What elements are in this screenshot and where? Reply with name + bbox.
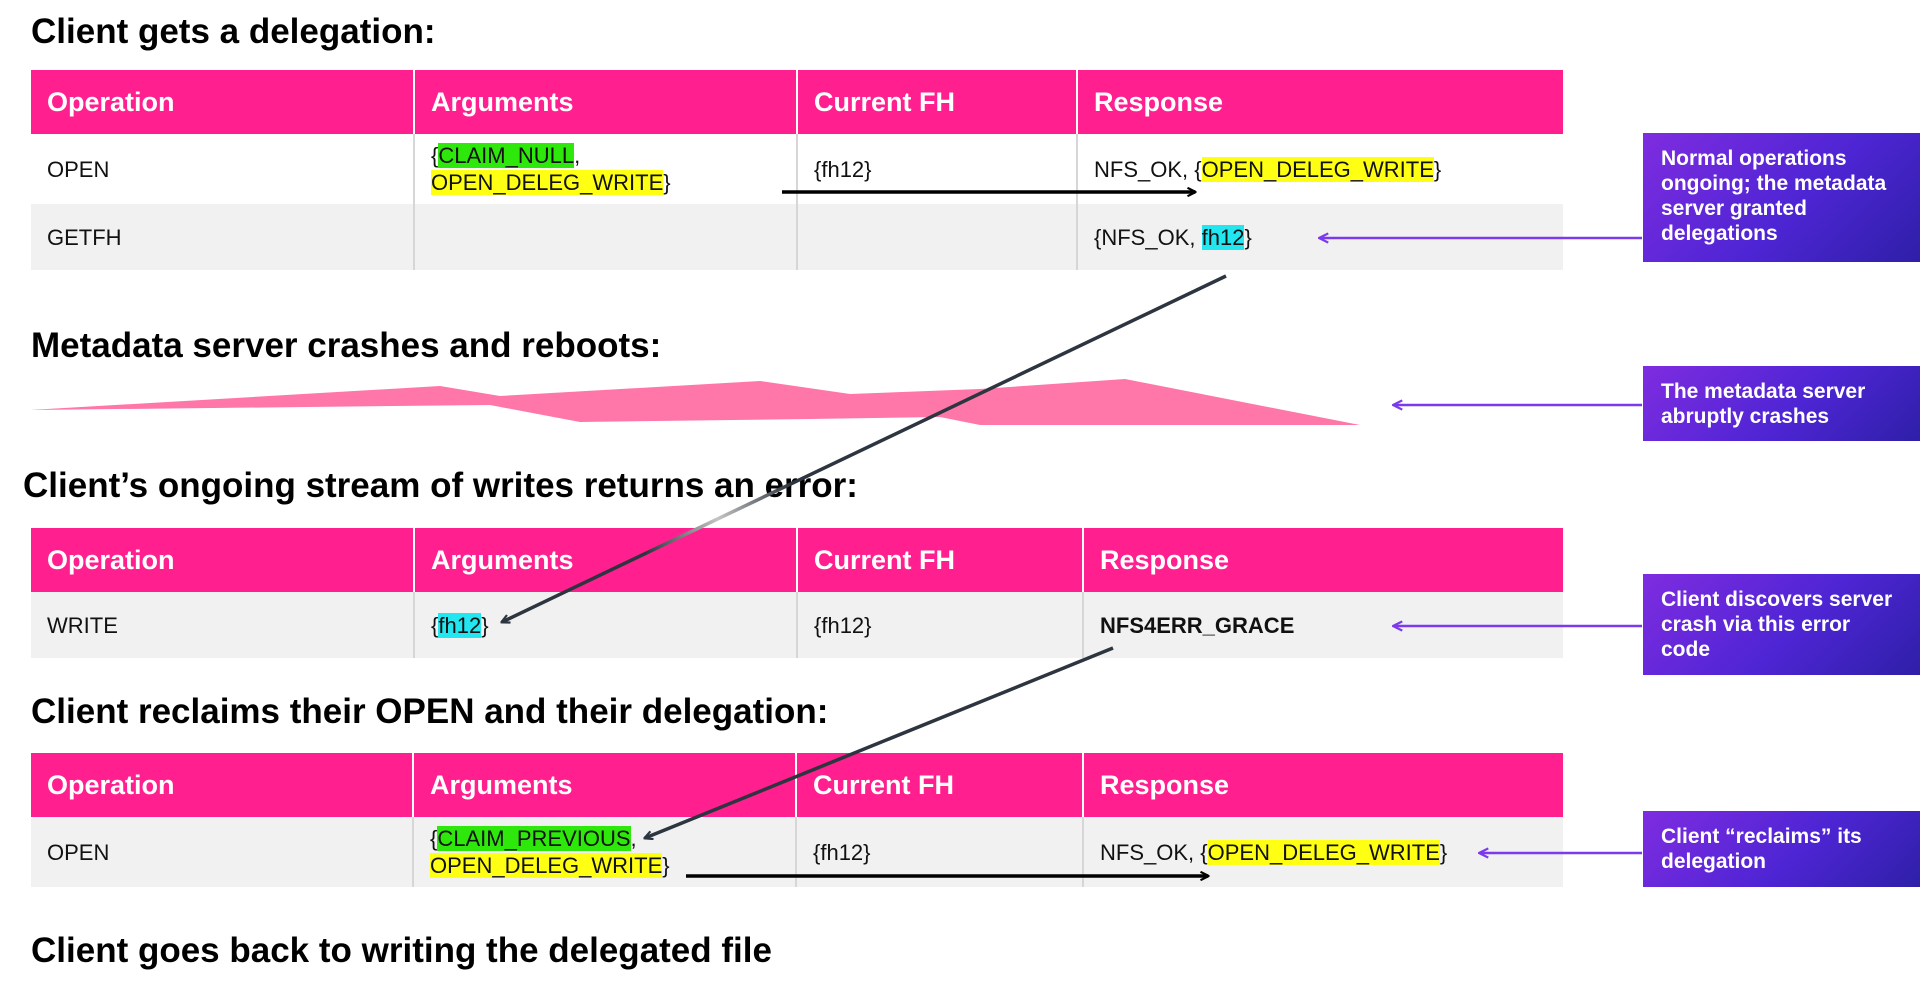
cell-arguments: {fh12} [414,592,798,658]
heading-crash: Metadata server crashes and reboots: [31,326,662,365]
col-header-current-fh: Current FH [796,753,1084,817]
arg-claim: CLAIM_NULL [438,143,575,168]
cell-arguments [414,204,798,270]
cell-current-fh [797,204,1078,270]
table-header-row: Operation Arguments Current FH Response [31,528,1563,592]
arrow-fh12-to-write [502,274,1227,622]
cell-response: NFS_OK, {OPEN_DELEG_WRITE} [1077,134,1563,204]
cell-operation: GETFH [31,204,415,270]
arg-deleg: OPEN_DELEG_WRITE [431,170,664,195]
heading-writes-error: Client’s ongoing stream of writes return… [23,466,858,505]
resp-deleg: OPEN_DELEG_WRITE [1207,839,1440,865]
callout-reclaims: Client “reclaims” its delegation [1643,811,1920,887]
resp-status: NFS_OK [1100,839,1189,865]
callout-server-crash: The metadata server abruptly crashes [1643,366,1920,441]
col-header-operation: Operation [31,70,415,134]
table-header-row: Operation Arguments Current FH Response [31,70,1563,134]
resp-deleg: OPEN_DELEG_WRITE [1201,156,1434,182]
arg-fh: fh12 [438,612,482,638]
table-reclaim: Operation Arguments Current FH Response … [31,753,1563,887]
resp-status: NFS_OK [1101,224,1190,250]
cell-operation: WRITE [31,592,415,658]
resp-fh: fh12 [1201,224,1245,250]
cell-arguments: {CLAIM_NULL,OPEN_DELEG_WRITE} [414,134,798,204]
callout-discovers-crash: Client discovers server crash via this e… [1643,574,1920,675]
heading-reclaim: Client reclaims their OPEN and their del… [31,692,829,731]
col-header-operation: Operation [31,528,415,592]
cell-current-fh: {fh12} [797,592,1084,658]
arg-claim: CLAIM_PREVIOUS [437,826,631,851]
col-header-current-fh: Current FH [797,528,1084,592]
col-header-arguments: Arguments [414,70,798,134]
crash-waveform [30,379,1360,425]
resp-status: NFS_OK [1094,156,1183,182]
callout-normal-operations: Normal operations ongoing; the metadata … [1643,133,1920,262]
table-writes-error: Operation Arguments Current FH Response … [31,528,1563,658]
col-header-response: Response [1083,753,1563,817]
heading-gets-delegation: Client gets a delegation: [31,12,436,51]
table-row: OPEN {CLAIM_NULL,OPEN_DELEG_WRITE} {fh12… [31,134,1563,204]
table-gets-delegation: Operation Arguments Current FH Response … [31,70,1563,270]
cell-operation: OPEN [31,817,414,887]
table-header-row: Operation Arguments Current FH Response [31,753,1563,817]
col-header-arguments: Arguments [413,753,797,817]
cell-arguments: {CLAIM_PREVIOUS,OPEN_DELEG_WRITE} [413,817,797,887]
col-header-current-fh: Current FH [797,70,1078,134]
heading-back-to-writing: Client goes back to writing the delegate… [31,931,772,970]
table-row: GETFH {NFS_OK, fh12} [31,204,1563,270]
arg-deleg: OPEN_DELEG_WRITE [430,853,663,878]
cell-operation: OPEN [31,134,415,204]
col-header-response: Response [1083,528,1563,592]
col-header-operation: Operation [31,753,414,817]
arrow-error-to-reclaim [645,646,1114,838]
table-row: WRITE {fh12} {fh12} NFS4ERR_GRACE [31,592,1563,658]
col-header-arguments: Arguments [414,528,798,592]
col-header-response: Response [1077,70,1563,134]
